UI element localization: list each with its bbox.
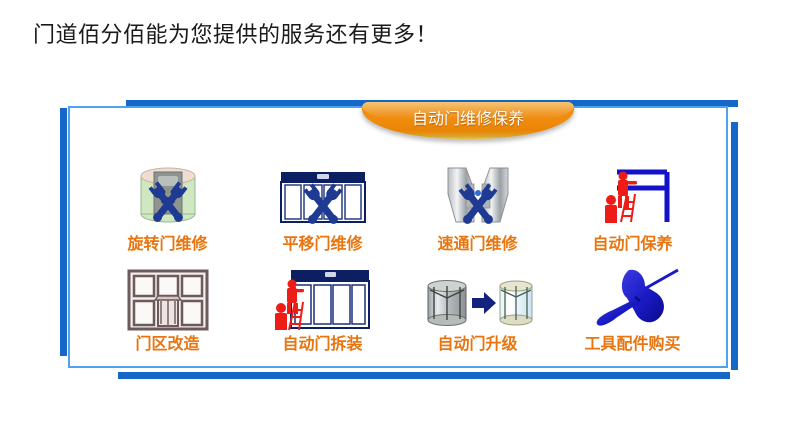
sliding-door-wrench-icon	[268, 160, 378, 232]
service-label: 旋转门维修	[127, 234, 208, 253]
panel-body: 自动门维修保养	[68, 102, 728, 368]
panel-accent-left	[60, 108, 67, 356]
service-item-speed-gate-repair[interactable]: 速通门维修	[400, 144, 555, 254]
speed-gate-wrench-icon	[423, 160, 533, 232]
service-item-revolving-door-repair[interactable]: 旋转门维修	[90, 144, 245, 254]
banner-badge: 自动门维修保养	[362, 102, 574, 139]
sliding-door-worker-icon	[268, 260, 378, 332]
service-label: 自动门拆装	[282, 334, 363, 353]
revolving-door-upgrade-arrow-icon	[423, 260, 533, 332]
service-label: 速通门维修	[437, 234, 518, 253]
page-title: 门道佰分佰能为您提供的服务还有更多！	[33, 23, 439, 48]
service-label: 自动门升级	[437, 334, 518, 353]
revolving-door-wrench-icon	[113, 160, 223, 232]
service-item-tools-and-parts[interactable]: 工具配件购买	[555, 254, 710, 354]
banner-label: 自动门维修保养	[411, 109, 524, 128]
service-label: 门区改造	[135, 334, 200, 353]
door-facade-icon	[113, 260, 223, 332]
panel-accent-right	[731, 122, 738, 370]
service-item-door-area-renovation[interactable]: 门区改造	[90, 254, 245, 354]
service-row-2: 门区改造	[90, 254, 710, 354]
service-row-1: 旋转门维修	[90, 144, 710, 254]
service-item-automatic-door-upgrade[interactable]: 自动门升级	[400, 254, 555, 354]
panel-accent-bottom	[118, 372, 730, 379]
service-panel: 自动门维修保养	[60, 100, 744, 392]
service-item-automatic-door-maintenance[interactable]: 自动门保养	[555, 144, 710, 254]
tools-icon	[578, 260, 688, 332]
service-label: 平移门维修	[282, 234, 363, 253]
service-grid: 旋转门维修	[90, 144, 710, 354]
service-item-automatic-door-install[interactable]: 自动门拆装	[245, 254, 400, 354]
door-frame-worker-icon	[578, 160, 688, 232]
service-item-sliding-door-repair[interactable]: 平移门维修	[245, 144, 400, 254]
service-label: 工具配件购买	[584, 334, 681, 353]
service-label: 自动门保养	[592, 234, 673, 253]
